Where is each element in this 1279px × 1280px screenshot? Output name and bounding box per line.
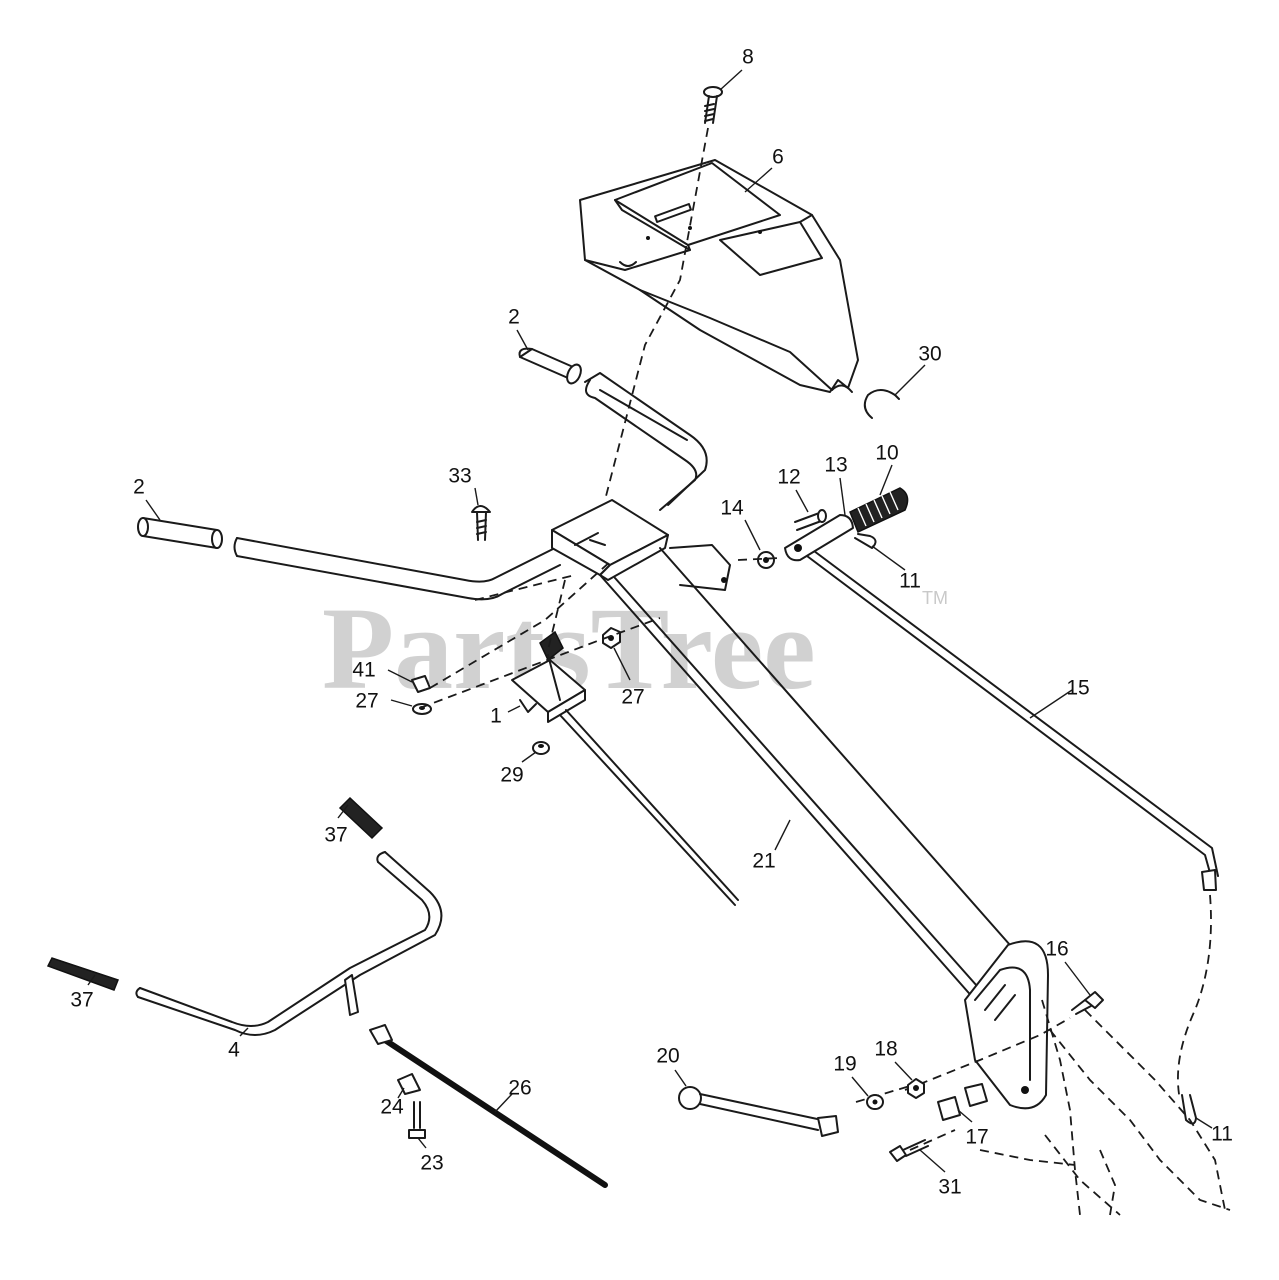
part-16-bolt[interactable] [1071, 991, 1104, 1015]
callout-4[interactable]: 4 [228, 1039, 240, 1062]
callout-27[interactable]: 27 [621, 686, 644, 709]
callout-29[interactable]: 29 [500, 764, 523, 787]
callout-2[interactable]: 2 [133, 476, 145, 499]
callout-10[interactable]: 10 [875, 442, 898, 465]
part-handle-bracket[interactable] [551, 499, 731, 591]
callout-13[interactable]: 13 [824, 454, 847, 477]
assembly-lines [419, 127, 1071, 1151]
callout-19[interactable]: 19 [833, 1053, 856, 1076]
callout-23[interactable]: 23 [420, 1152, 443, 1175]
callout-6[interactable]: 6 [772, 146, 784, 169]
part-24-clip[interactable] [397, 1073, 421, 1095]
tiller-housing-ghost [979, 999, 1231, 1216]
part-37-grip-left[interactable] [46, 957, 119, 991]
part-handle-tube-right[interactable] [584, 372, 708, 511]
callout-15[interactable]: 15 [1066, 677, 1089, 700]
callout-30[interactable]: 30 [918, 343, 941, 366]
part-37-grip-upper[interactable] [338, 796, 384, 840]
callout-31[interactable]: 31 [938, 1176, 961, 1199]
callout-12[interactable]: 12 [777, 466, 800, 489]
callout-1[interactable]: 1 [490, 705, 502, 728]
callout-11[interactable]: 11 [1211, 1123, 1233, 1146]
callout-leaders [87, 69, 1213, 1173]
part-26-cable[interactable] [369, 1024, 608, 1188]
part-33-carriage-bolt[interactable] [471, 505, 491, 541]
callout-37[interactable]: 37 [70, 989, 93, 1012]
callout-14[interactable]: 14 [720, 497, 744, 520]
callout-20[interactable]: 20 [656, 1045, 679, 1068]
part-6-console-cover[interactable] [579, 159, 859, 393]
callout-33[interactable]: 33 [448, 465, 471, 488]
part-19-washer[interactable] [866, 1094, 884, 1110]
part-21-handle-beam[interactable] [599, 547, 1011, 1001]
part-17-spacer[interactable] [937, 1083, 988, 1121]
callout-24[interactable]: 24 [380, 1096, 404, 1119]
part-2-grip-upper[interactable] [518, 347, 584, 386]
part-handle-tube-left[interactable] [233, 537, 561, 601]
part-11-hairpin-upper[interactable] [854, 533, 877, 549]
callout-37[interactable]: 37 [324, 824, 347, 847]
part-18-nut[interactable] [907, 1078, 925, 1099]
part-8-screw[interactable] [703, 86, 723, 124]
callout-27[interactable]: 27 [355, 690, 378, 713]
callout-11[interactable]: 11 [899, 570, 921, 593]
part-10-grip[interactable] [849, 487, 909, 534]
part-14-spacer[interactable] [757, 551, 775, 569]
part-2-grip-left[interactable] [137, 517, 223, 549]
callout-21[interactable]: 21 [752, 850, 775, 873]
callout-8[interactable]: 8 [742, 46, 754, 69]
callout-26[interactable]: 26 [508, 1077, 531, 1100]
part-lower-bracket[interactable] [964, 940, 1049, 1110]
part-1-throttle-control[interactable] [511, 630, 739, 906]
part-4-lower-handle[interactable] [135, 851, 443, 1036]
callout-17[interactable]: 17 [965, 1126, 988, 1149]
part-20-shift-lever[interactable] [678, 1086, 839, 1137]
callout-18[interactable]: 18 [874, 1038, 897, 1061]
callout-2[interactable]: 2 [508, 306, 520, 329]
part-31-bolt[interactable] [889, 1139, 929, 1162]
part-13-lever[interactable] [784, 514, 854, 562]
part-30-clip[interactable] [863, 389, 900, 419]
part-29-nut[interactable] [532, 741, 550, 755]
watermark-trademark: TM [922, 588, 948, 608]
callout-41[interactable]: 41 [352, 659, 375, 682]
part-23-bolt[interactable] [408, 1101, 426, 1139]
callout-16[interactable]: 16 [1045, 938, 1068, 961]
part-12-pin[interactable] [794, 509, 827, 531]
part-15-control-rod[interactable] [802, 547, 1219, 891]
rod-link-dashed [1177, 894, 1212, 1101]
